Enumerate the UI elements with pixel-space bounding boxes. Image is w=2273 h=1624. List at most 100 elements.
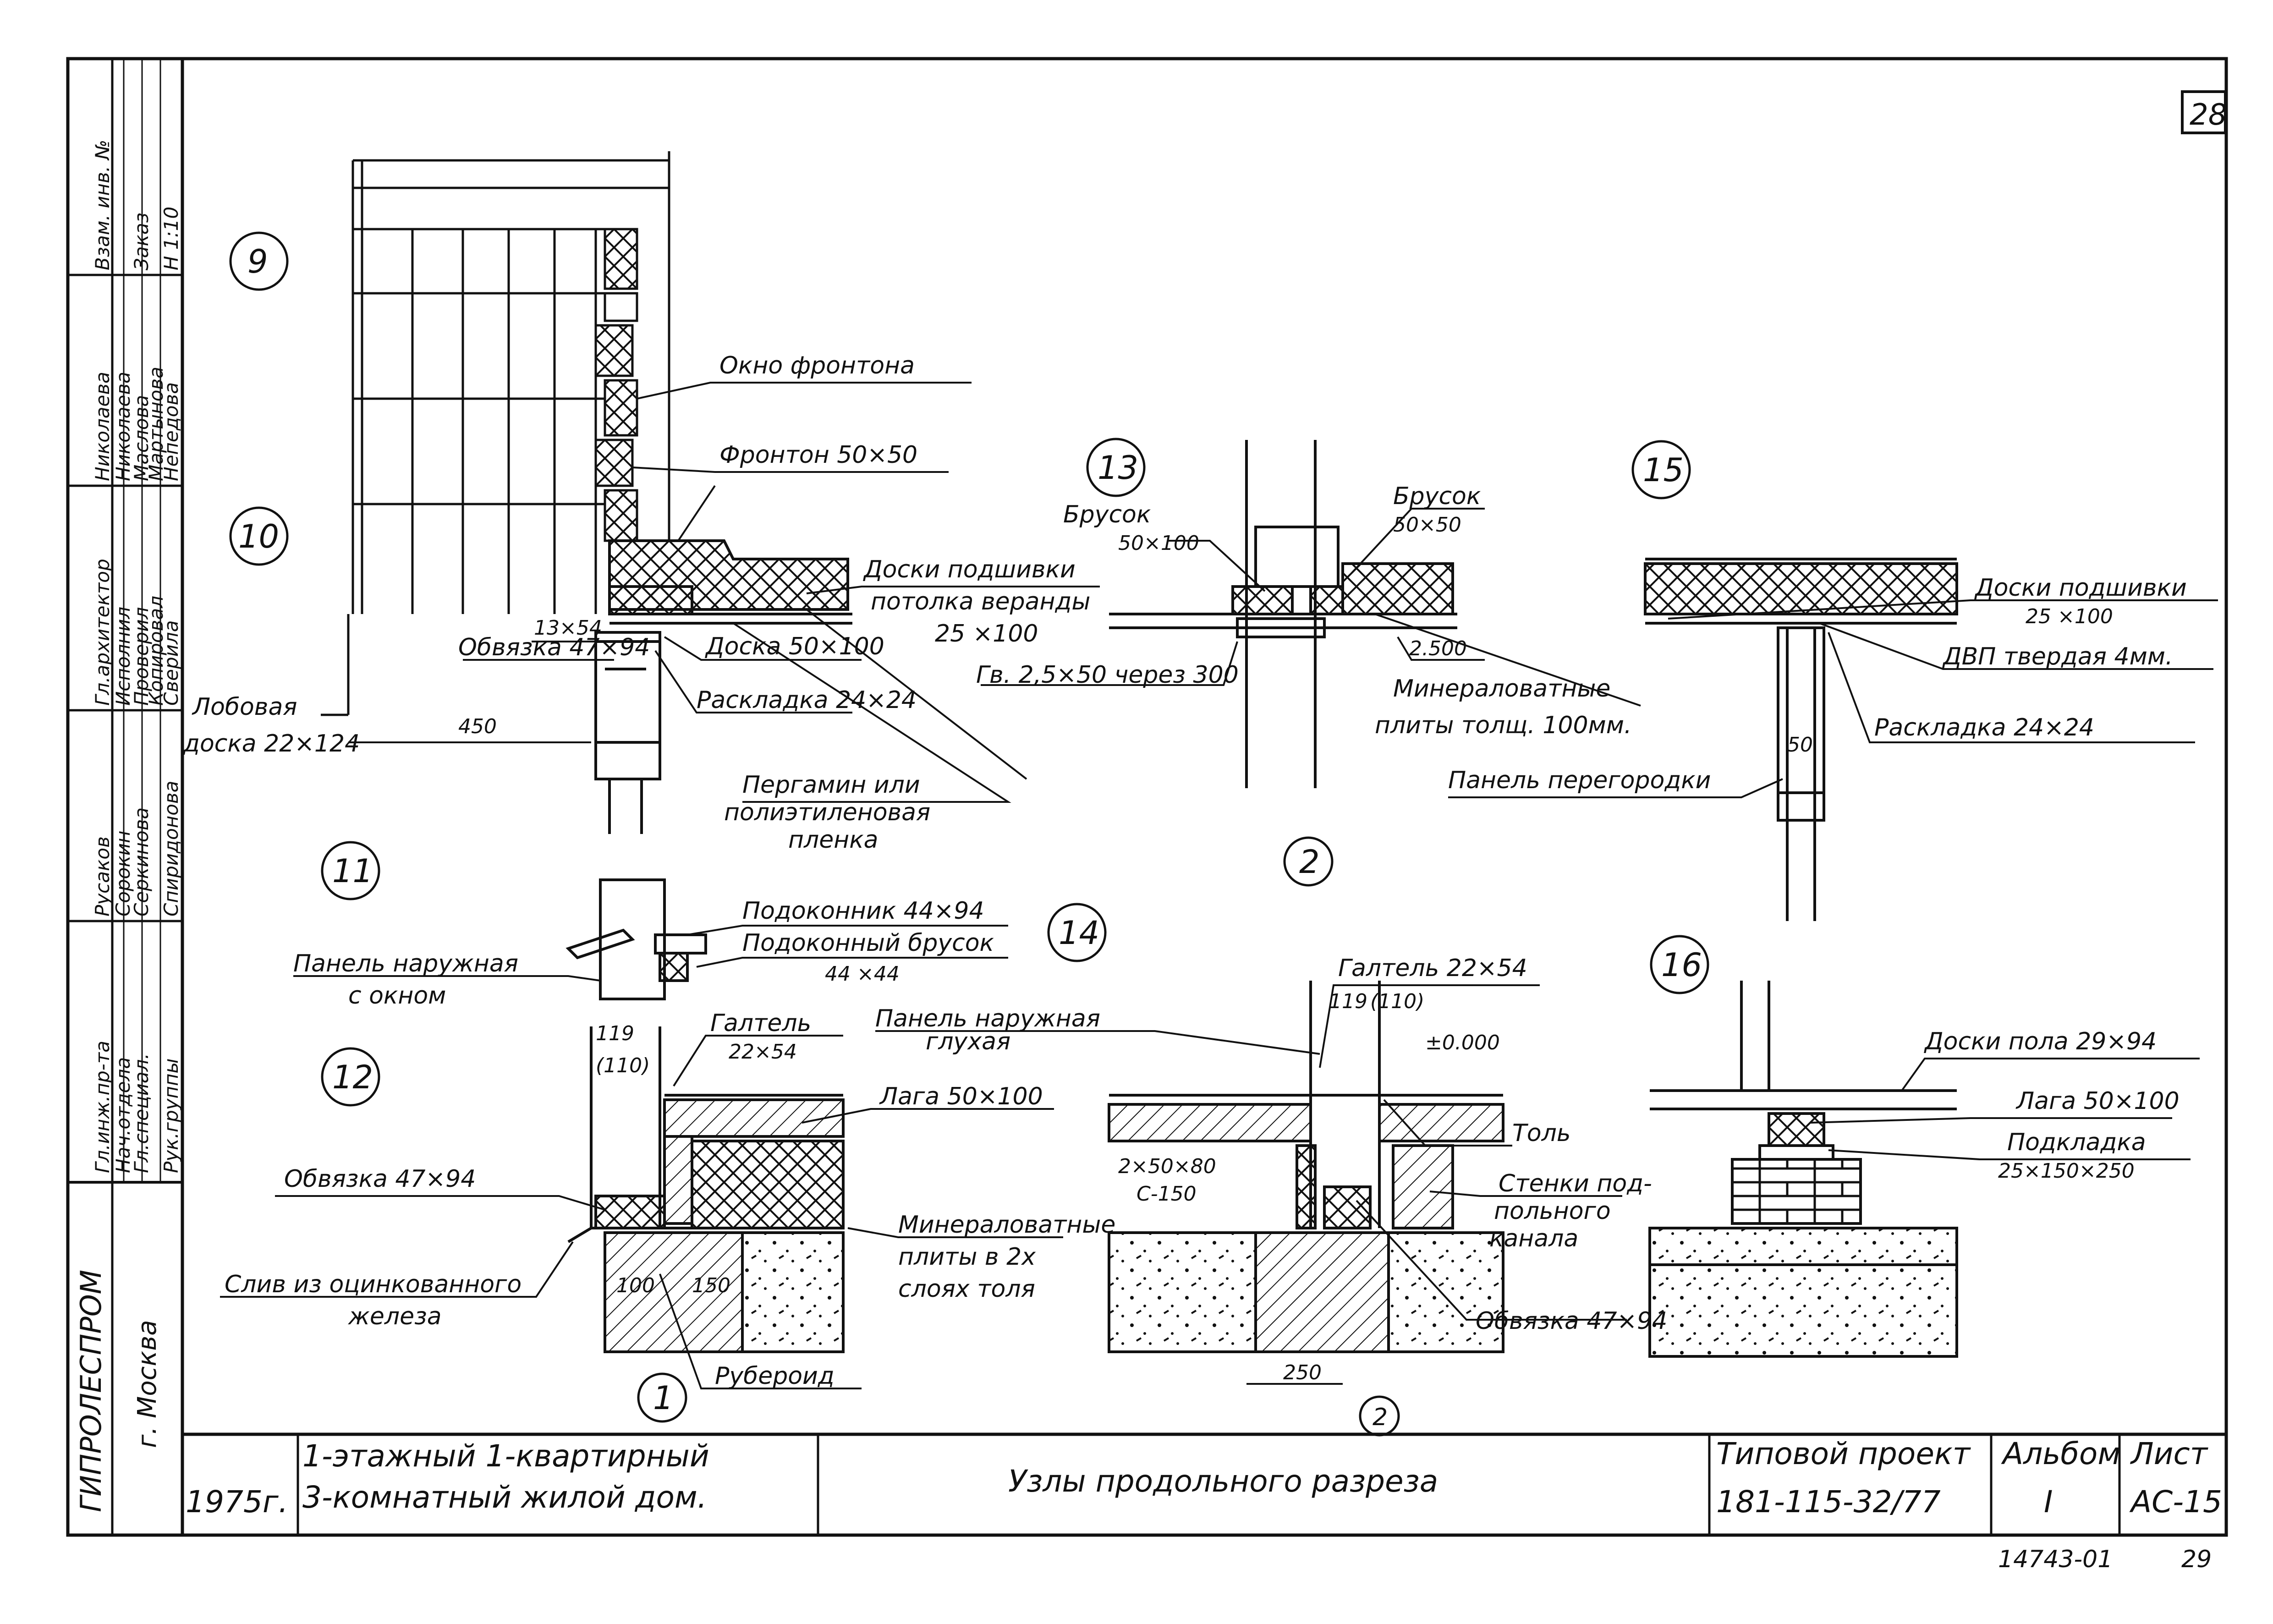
detail-node-14: Панель наружная глухая Галтель 22×54 119… bbox=[875, 955, 1667, 1385]
dimension-110-14: (110) bbox=[1370, 990, 1424, 1013]
svg-text:16: 16 bbox=[1661, 946, 1702, 984]
title-description-line1: 1-этажный 1-квартирный bbox=[302, 1438, 709, 1474]
organization-stamp: ГИПРОЛЕСПРОМ г. Москва Гл.инж.пр-та Руса… bbox=[74, 140, 182, 1512]
stamp-code: Заказ bbox=[130, 213, 153, 270]
dimension-250: 250 bbox=[1283, 1361, 1322, 1384]
stamp-code: Н 1:10 bbox=[160, 207, 182, 270]
callout-pad-size: 25×150×250 bbox=[1998, 1159, 2135, 1183]
dimension-119-14: 119 bbox=[1329, 990, 1367, 1013]
callout-bar-100-size: 50×100 bbox=[1118, 532, 1199, 555]
callout-ceiling-strip: Раскладка 24×24 bbox=[1874, 714, 2094, 741]
organization-name: ГИПРОЛЕСПРОМ bbox=[74, 1270, 108, 1512]
sheet-label: Лист bbox=[2130, 1436, 2209, 1471]
callout-fascia-1: Лобовая bbox=[192, 693, 297, 721]
ceiling-partition-section bbox=[1644, 558, 1958, 921]
leader-lines-node-16 bbox=[1810, 1058, 2200, 1160]
svg-text:2: 2 bbox=[1299, 843, 1320, 881]
node-marker: 15 bbox=[1631, 440, 1691, 499]
detail-node-13: Брусок 50×100 Брусок 50×50 Гв. 2,5×50 че… bbox=[976, 440, 1641, 788]
callout-gable-window: Окно фронтона bbox=[719, 352, 915, 379]
leader-lines-node-10 bbox=[348, 382, 1100, 803]
callout-girth: Обвязка 47×94 bbox=[458, 634, 650, 661]
gable-window-frame bbox=[594, 228, 638, 542]
stamp-role: Гл.архитектор bbox=[91, 559, 114, 706]
organization-city: г. Москва bbox=[132, 1320, 162, 1448]
callout-fillet: Галтель bbox=[710, 1010, 811, 1037]
node-marker: 14 bbox=[1047, 903, 1107, 962]
node-marker: 10 bbox=[229, 506, 289, 566]
callout-drip-2: железа bbox=[348, 1303, 442, 1330]
stamp-role: Рук.группы bbox=[160, 1058, 182, 1173]
project-number: 181-115-32/77 bbox=[1716, 1484, 1941, 1520]
dimension-119: 119 bbox=[596, 1022, 634, 1045]
callout-floor-boards: Доски пола 29×94 bbox=[1924, 1028, 2157, 1055]
callout-joist-16: Лага 50×100 bbox=[2015, 1087, 2180, 1115]
callout-bar-50-size: 50×50 bbox=[1393, 513, 1461, 537]
node-marker: 16 bbox=[1650, 935, 1709, 994]
stamp-name: Непедова bbox=[160, 382, 182, 481]
footer-page: 29 bbox=[2181, 1546, 2212, 1573]
callout-plank: Доска 50×100 bbox=[705, 633, 884, 660]
svg-text:12: 12 bbox=[332, 1059, 373, 1096]
section-marker: 2 bbox=[1359, 1395, 1400, 1437]
callout-strip: Раскладка 24×24 bbox=[697, 686, 917, 714]
stamp-role: Гл.инж.пр-та bbox=[91, 1041, 114, 1173]
stamp-name: Николаева bbox=[112, 372, 134, 481]
dimension-450: 450 bbox=[458, 715, 497, 738]
gable-facade bbox=[321, 151, 670, 716]
callout-wool-2: плиты толщ. 100мм. bbox=[1375, 712, 1632, 739]
title-description-line2: 3-комнатный жилой дом. bbox=[302, 1480, 707, 1515]
callout-fillet-14: Галтель 22×54 bbox=[1338, 955, 1527, 982]
callout-channel-wall-1: Стенки под- bbox=[1499, 1170, 1652, 1197]
callout-spec-2: С-150 bbox=[1136, 1182, 1197, 1206]
leader-lines-node-12 bbox=[220, 925, 1063, 1389]
callout-nail: Гв. 2,5×50 через 300 bbox=[976, 661, 1239, 689]
callout-wool-12-2: плиты в 2х bbox=[898, 1243, 1036, 1271]
stamp-name: Маслова bbox=[130, 395, 153, 481]
stamp-role: Копировал bbox=[145, 596, 167, 706]
callout-sill: Подоконник 44×94 bbox=[742, 897, 984, 925]
sheet-number-top: 28 bbox=[2190, 98, 2227, 132]
node-marker: 12 bbox=[321, 1047, 380, 1107]
svg-text:1: 1 bbox=[653, 1379, 674, 1417]
sheet-value: АС-15 bbox=[2129, 1484, 2222, 1520]
callout-panel-window-2: с окном bbox=[348, 982, 446, 1010]
callout-fillet-size: 22×54 bbox=[729, 1040, 797, 1064]
album-value: I bbox=[2044, 1484, 2053, 1520]
callout-boards-2: потолка веранды bbox=[871, 588, 1090, 615]
callout-panel-blank-2: глухая bbox=[926, 1028, 1010, 1055]
callout-film-2: полиэтиленовая bbox=[724, 799, 930, 826]
callout-boards-1: Доски подшивки bbox=[863, 556, 1076, 583]
node-marker: 11 bbox=[321, 841, 380, 900]
album-label: Альбом bbox=[2001, 1436, 2120, 1471]
detail-node-11-12: Подоконник 44×94 Подоконный брусок 44 ×4… bbox=[220, 878, 1115, 1390]
callout-boards-3: 25 ×100 bbox=[935, 620, 1038, 647]
detail-node-15: Доски подшивки 25 ×100 ДВП твердая 4мм. … bbox=[1448, 558, 2218, 921]
dimension-150: 150 bbox=[692, 1274, 730, 1297]
sheet-frame bbox=[66, 57, 2228, 1537]
sheet-title: Узлы продольного разреза bbox=[1008, 1464, 1438, 1499]
svg-text:13: 13 bbox=[1098, 449, 1138, 487]
callout-spec-1: 2×50×80 bbox=[1118, 1155, 1216, 1178]
section-marker: 2 bbox=[1283, 836, 1334, 887]
stamp-code: Взам. инв. № bbox=[91, 140, 114, 270]
callout-pad: Подкладка bbox=[2007, 1129, 2146, 1156]
callout-bar-100: Брусок bbox=[1063, 501, 1151, 528]
svg-text:11: 11 bbox=[332, 852, 373, 890]
callout-partition-panel: Панель перегородки bbox=[1448, 767, 1711, 794]
dimension-100: 100 bbox=[616, 1274, 655, 1297]
stamp-role: Гл.специал. bbox=[130, 1053, 153, 1173]
node-marker: 9 bbox=[229, 231, 289, 291]
callout-sill-bar-size: 44 ×44 bbox=[825, 962, 900, 986]
svg-text:2: 2 bbox=[1373, 1404, 1388, 1431]
title-block: 1975г. 1-этажный 1-квартирный 3-комнатны… bbox=[186, 98, 2227, 1573]
stamp-role: Проверил bbox=[130, 607, 153, 706]
callout-girth-12: Обвязка 47×94 bbox=[284, 1165, 476, 1193]
callout-sill-bar: Подоконный брусок bbox=[742, 929, 994, 957]
leader-lines-node-15 bbox=[1448, 599, 2218, 798]
callout-bar-50: Брусок bbox=[1393, 483, 1481, 510]
svg-text:10: 10 bbox=[238, 518, 279, 555]
level-zero: ±0.000 bbox=[1425, 1031, 1500, 1054]
floor-wall-section bbox=[1108, 981, 1504, 1353]
svg-text:15: 15 bbox=[1643, 451, 1684, 489]
